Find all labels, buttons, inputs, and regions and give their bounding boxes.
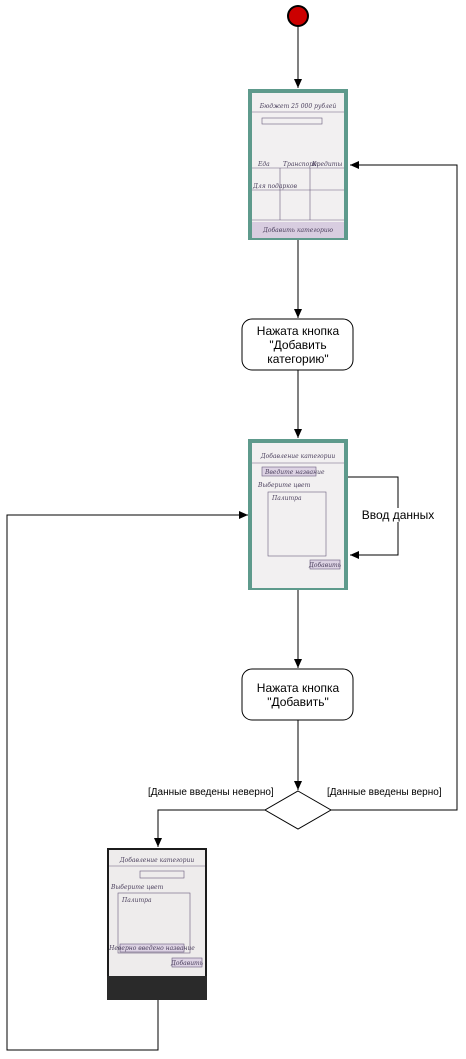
guard-valid: [Данные введены верно] — [327, 787, 442, 798]
sketch3-title: Добавление категории — [119, 857, 195, 864]
guard-invalid: [Данные введены неверно] — [148, 787, 274, 798]
screen-sketch-form: Добавление категории Введите название Вы… — [248, 439, 348, 590]
sketch2-choose-label: Выберите цвет — [257, 482, 311, 489]
self-loop-label: Ввод данных — [362, 508, 435, 522]
action1-line1: Нажата кнопка — [257, 324, 340, 338]
action-node-add-category — [241, 318, 354, 371]
sketch1-col1: Еда — [257, 161, 270, 168]
self-loop-label-bg — [362, 508, 434, 522]
sketch3-choose-label: Выберите цвет — [110, 884, 164, 891]
action2-line1: Нажата кнопка — [257, 681, 340, 695]
sketch3-area-label: Палитра — [121, 897, 152, 904]
sketch2-title: Добавление категории — [260, 453, 336, 460]
sketch2-area-label: Палитра — [271, 495, 302, 502]
edge-decision-valid — [331, 161, 458, 811]
sketch1-footer: Добавить категорию — [262, 227, 334, 234]
start-node-inner — [289, 7, 307, 25]
sketch1-title: Бюджет 25 000 рублей — [259, 103, 337, 110]
sketch1-row2: Для подарков — [252, 183, 297, 190]
sketch3-error: Неверно введено название — [108, 945, 195, 952]
sketch2-submit: Добавить — [308, 562, 341, 569]
sketch1-col3: Кредиты — [311, 161, 342, 168]
screen-sketch-categories: Бюджет 25 000 рублей Еда Транспорт Креди… — [248, 89, 348, 240]
action-node-add — [241, 668, 354, 721]
sketch2-name-field: Введите название — [264, 469, 325, 476]
edge-decision-invalid — [154, 809, 265, 847]
sketch1-col2: Транспорт — [283, 161, 319, 168]
sketch3-submit: Добавить — [170, 960, 203, 967]
screen-sketch-error-form: Добавление категории Выберите цвет Палит… — [107, 848, 207, 1000]
action1-line3: категорию" — [267, 352, 328, 366]
decision-node — [263, 790, 333, 830]
edge-error-back-to-screen2 — [6, 511, 248, 1051]
action2-line2: "Добавить" — [267, 695, 329, 709]
action1-line2: "Добавить — [269, 338, 326, 352]
